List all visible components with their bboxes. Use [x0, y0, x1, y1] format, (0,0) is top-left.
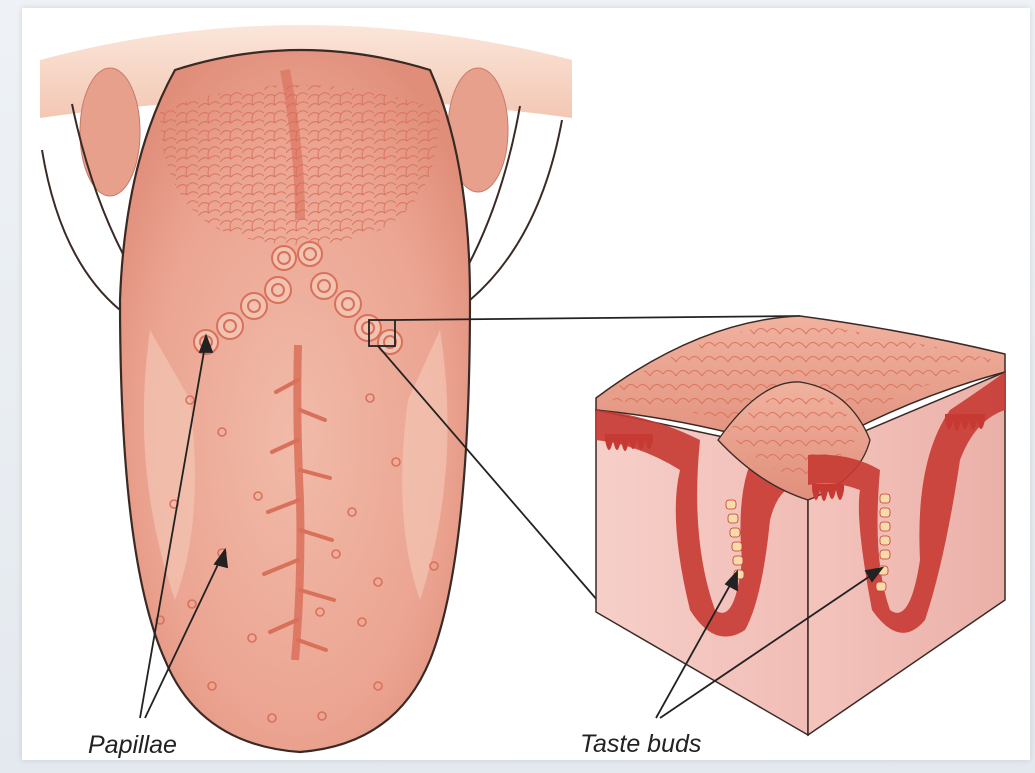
taste-buds-label: Taste buds — [580, 730, 701, 759]
tongue-body — [120, 50, 470, 752]
papillae-label: Papillae — [88, 731, 177, 760]
tissue-cross-section — [596, 316, 1005, 735]
